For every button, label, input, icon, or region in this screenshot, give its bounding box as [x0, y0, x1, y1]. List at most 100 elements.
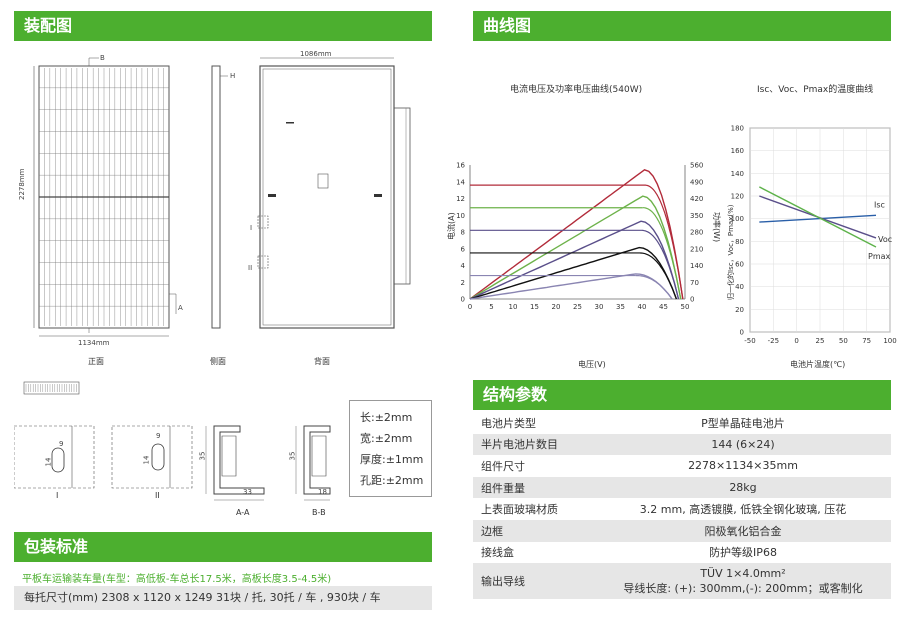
dim-33: 33	[243, 488, 252, 496]
packing-note: 平板车运输装车量(车型：高低板-车总长17.5米，高板长度3.5-4.5米)	[22, 574, 332, 585]
tolerance-width: 宽:±2mm	[360, 432, 413, 445]
param-key: 接线盒	[481, 546, 514, 560]
x-tick-label: 100	[883, 337, 896, 345]
y-tick-label: 14	[456, 178, 465, 186]
param-value: 2278×1134×35mm	[688, 459, 798, 473]
x-tick-label: 50	[839, 337, 848, 345]
y-tick-label: 16	[456, 162, 465, 170]
back-view	[257, 57, 411, 329]
y-tick-label: 120	[731, 193, 744, 201]
mark-b: B	[100, 54, 105, 62]
assembly-drawings	[14, 57, 411, 501]
mark-ii: II	[248, 264, 253, 272]
y2-tick-label: 0	[690, 296, 694, 304]
packing-row: 每托尺寸(mm) 2308 x 1120 x 1249 31块 / 托, 30托…	[14, 586, 432, 610]
y-tick-label: 2	[461, 279, 465, 287]
y2-tick-label: 140	[690, 262, 703, 270]
back-label: 背面	[314, 357, 330, 366]
chart1-y2label: 功率(W)	[712, 212, 721, 243]
table-row: 边框阳极氧化铝合金	[473, 519, 891, 542]
x-tick-label: 45	[659, 303, 668, 311]
y2-tick-label: 490	[690, 178, 703, 186]
y-tick-label: 140	[731, 170, 744, 178]
param-value: 阳极氧化铝合金	[595, 519, 891, 542]
x-tick-label: -25	[768, 337, 779, 345]
param-value: 144 (6×24)	[595, 433, 891, 456]
power-curve	[469, 195, 682, 300]
y2-tick-label: 350	[690, 212, 703, 220]
y2-tick-label: 420	[690, 195, 703, 203]
dim-35b: 35	[288, 451, 297, 461]
y2-tick-label: 70	[690, 279, 699, 287]
x-tick-label: 5	[489, 303, 493, 311]
param-value: 防护等级IP68	[709, 546, 777, 560]
tolerance-length: 长:±2mm	[360, 411, 413, 424]
section-bb-label: B-B	[312, 508, 326, 517]
y2-tick-label: 280	[690, 229, 703, 237]
tolerance-thickness: 厚度:±1mm	[360, 453, 424, 466]
iv-knee-curve	[635, 274, 673, 300]
cable-length: 导线长度: (+): 300mm,(-): 200mm；或客制化	[623, 581, 863, 595]
power-curve	[469, 169, 684, 300]
x-tick-label: -50	[744, 337, 755, 345]
param-key: 半片电池片数目	[473, 433, 595, 456]
detail-i	[14, 425, 95, 489]
assembly-header: 装配图	[14, 11, 432, 41]
x-tick-label: 0	[468, 303, 472, 311]
hole-9a: 9	[59, 440, 64, 448]
y-tick-label: 0	[740, 329, 744, 337]
side-view	[211, 65, 228, 329]
param-value: 28kg	[595, 476, 891, 499]
param-value: 3.2 mm, 高透镀膜, 低铁全钢化玻璃, 压花	[639, 503, 847, 517]
chart2-title: Isc、Voc、Pmax的温度曲线	[757, 85, 874, 95]
mark-i: I	[250, 224, 253, 232]
chart2-xlabel: 电池片温度(℃)	[790, 360, 846, 369]
y-tick-label: 160	[731, 147, 744, 155]
param-value: P型单晶硅电池片	[701, 416, 785, 430]
param-key: 上表面玻璃材质	[481, 503, 558, 517]
temp-series-line	[759, 186, 877, 248]
detail-ii	[111, 425, 193, 489]
hole-14b: 14	[142, 455, 151, 465]
hole-9b: 9	[156, 432, 161, 440]
y2-tick-label: 210	[690, 245, 703, 253]
x-tick-label: 30	[595, 303, 604, 311]
front-label: 正面	[88, 357, 104, 366]
detail-ii-label: II	[155, 491, 160, 500]
series-label: Isc	[874, 200, 885, 209]
y-tick-label: 20	[735, 306, 744, 314]
mark-h: H	[230, 72, 236, 80]
tolerance-box: 长:±2mm 宽:±2mm 厚度:±1mm 孔距:±2mm	[349, 400, 432, 497]
x-tick-label: 25	[816, 337, 825, 345]
y-tick-label: 60	[735, 261, 744, 269]
width-dim-label: 1086mm	[300, 50, 332, 58]
front-view	[33, 57, 177, 337]
x-tick-label: 25	[573, 303, 582, 311]
x-tick-label: 35	[616, 303, 625, 311]
x-tick-label: 0	[794, 337, 798, 345]
power-curve	[469, 220, 680, 300]
y-tick-label: 8	[461, 229, 465, 237]
section-aa-label: A-A	[236, 508, 250, 517]
power-curve	[469, 246, 678, 300]
chart2-ylabel: 归一化的Isc，Voc，Pmax(%)	[727, 204, 735, 300]
y-tick-label: 40	[735, 283, 744, 291]
table-row: 上表面玻璃材质 3.2 mm, 高透镀膜, 低铁全钢化玻璃, 压花	[473, 498, 891, 520]
detail-i-label: I	[56, 491, 59, 500]
x-tick-label: 75	[862, 337, 871, 345]
y2-tick-label: 560	[690, 162, 703, 170]
table-row: 接线盒 防护等级IP68	[473, 542, 891, 564]
y-tick-label: 180	[731, 125, 744, 133]
hole-14a: 14	[44, 457, 53, 467]
y-tick-label: 6	[461, 245, 466, 253]
param-key: 输出导线	[473, 563, 595, 600]
rail-sketch	[23, 381, 80, 395]
x-tick-label: 40	[638, 303, 647, 311]
params-header: 结构参数	[473, 380, 891, 410]
section-aa	[205, 425, 265, 501]
